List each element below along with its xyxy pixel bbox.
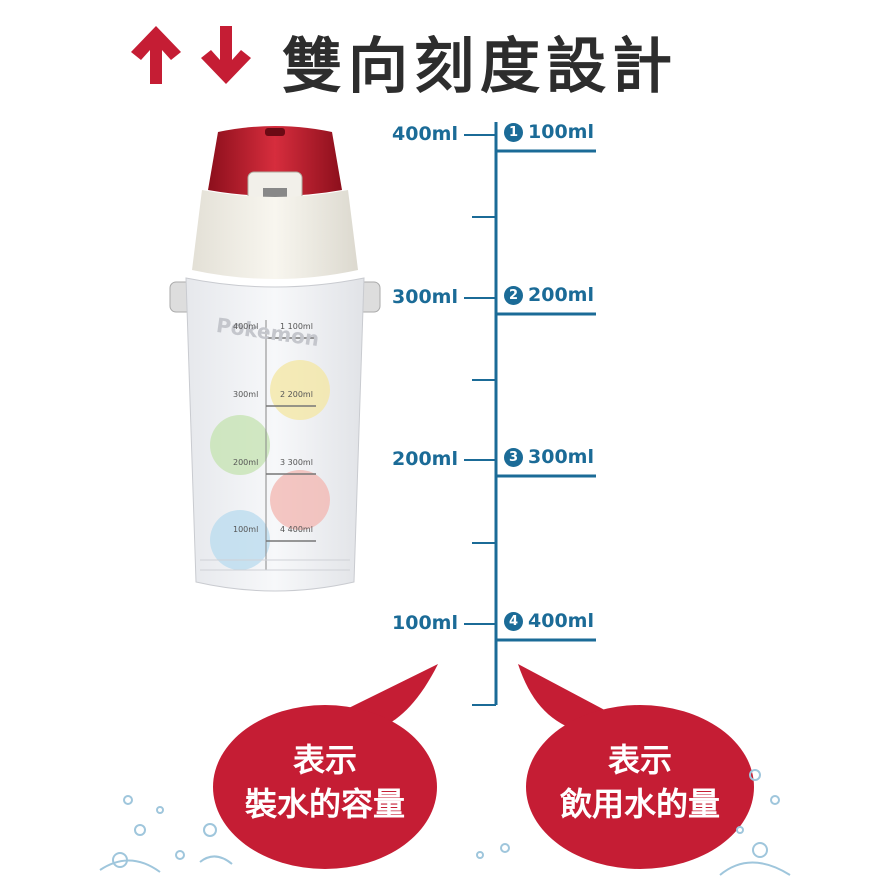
speech-bubble-right	[518, 664, 754, 869]
scale-right-text: 100ml	[528, 121, 594, 143]
number-badge: 2	[504, 285, 523, 305]
bottle-left-label: 200ml	[233, 458, 259, 467]
scale-left-label: 200ml	[392, 448, 458, 470]
bottle-right-label: 3 300ml	[280, 458, 313, 467]
bottle-left-label: 300ml	[233, 390, 259, 399]
bubble-left-line1: 表示	[292, 741, 357, 779]
bottle-number-badge: 2	[280, 390, 286, 399]
scale-right-label: 3 300ml	[504, 446, 594, 468]
page-title: 雙向刻度設計	[282, 32, 678, 102]
water-splash-decoration	[99, 769, 791, 876]
scale-right-text: 400ml	[528, 610, 594, 632]
bottle-icon	[169, 126, 381, 592]
scale-right-text: 300ml	[528, 446, 594, 468]
bottle-left-label: 100ml	[233, 525, 259, 534]
bottle-right-label: 4 400ml	[280, 525, 313, 534]
bottle-right-text: 200ml	[287, 390, 313, 399]
bottle-right-text: 300ml	[287, 458, 313, 467]
speech-bubble-left	[213, 664, 438, 869]
bottle-right-text: 400ml	[287, 525, 313, 534]
number-badge: 4	[504, 611, 523, 631]
bubble-right-line2: 飲用水的量	[559, 785, 720, 823]
bubble-right-text: 表示 飲用水的量	[520, 738, 760, 826]
bubble-left-text: 表示 裝水的容量	[205, 738, 445, 826]
bottle-right-label: 2 200ml	[280, 390, 313, 399]
scale-left-label: 300ml	[392, 286, 458, 308]
bottle-number-badge: 1	[280, 322, 286, 331]
arrow-down-icon	[201, 26, 251, 84]
scale-left-label: 400ml	[392, 123, 458, 145]
bubble-left-line2: 裝水的容量	[244, 785, 405, 823]
number-badge: 3	[504, 447, 523, 467]
bottle-right-label: 1 100ml	[280, 322, 313, 331]
scale-right-text: 200ml	[528, 284, 594, 306]
title-row: 雙向刻度設計	[0, 14, 879, 102]
scale-right-label: 2 200ml	[504, 284, 594, 306]
scale-left-label: 100ml	[392, 612, 458, 634]
bottle-number-badge: 4	[280, 525, 286, 534]
arrow-up-icon	[131, 26, 181, 84]
scale-right-label: 1 100ml	[504, 121, 594, 143]
water-bottle-image: Pokemon 400ml 300ml 200ml 100ml 1 100ml …	[160, 120, 390, 600]
scale-right-label: 4 400ml	[504, 610, 594, 632]
bottle-right-text: 100ml	[287, 322, 313, 331]
bubble-right-line1: 表示	[607, 741, 672, 779]
bottle-number-badge: 3	[280, 458, 286, 467]
number-badge: 1	[504, 122, 523, 142]
bottle-left-label: 400ml	[233, 322, 259, 331]
